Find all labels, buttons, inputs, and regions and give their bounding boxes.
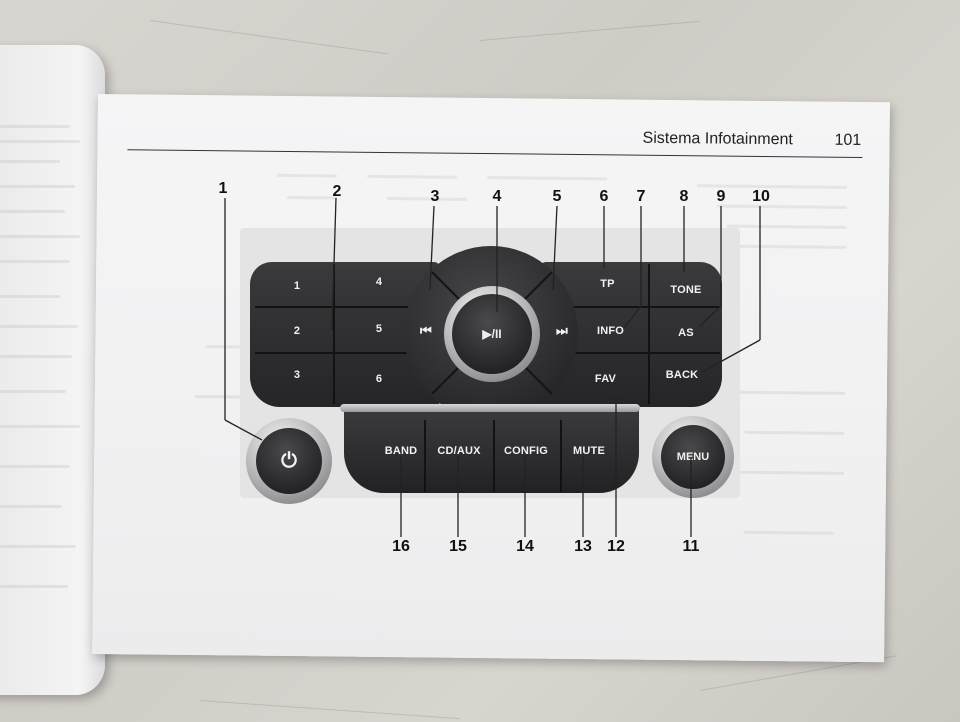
callout-10: 10 bbox=[752, 188, 770, 205]
callout-6: 6 bbox=[599, 188, 609, 205]
callout-3: 3 bbox=[430, 188, 440, 205]
preset-4-button[interactable]: 4 bbox=[375, 276, 383, 288]
play-pause-button[interactable]: ▶/II bbox=[452, 294, 532, 374]
tone-button[interactable]: TONE bbox=[670, 284, 702, 296]
preset-2-button[interactable]: 2 bbox=[293, 325, 301, 337]
cd-aux-button[interactable]: CD/AUX bbox=[437, 445, 481, 457]
preset-3-button[interactable]: 3 bbox=[293, 369, 301, 381]
callout-5: 5 bbox=[552, 188, 562, 205]
callout-1: 1 bbox=[218, 180, 228, 197]
header-rule bbox=[127, 149, 863, 159]
page-number: 101 bbox=[834, 131, 862, 149]
next-track-button[interactable]: ⏭ bbox=[556, 323, 568, 338]
callout-14: 14 bbox=[516, 538, 534, 555]
callout-12: 12 bbox=[607, 538, 625, 555]
previous-track-button[interactable]: ⏮ bbox=[420, 323, 432, 338]
menu-knob[interactable]: MENU bbox=[661, 425, 725, 489]
callout-11: 11 bbox=[682, 538, 700, 555]
callout-7: 7 bbox=[636, 188, 646, 205]
mute-button[interactable]: MUTE bbox=[573, 445, 605, 457]
callout-8: 8 bbox=[679, 188, 689, 205]
back-button[interactable]: BACK bbox=[665, 369, 699, 381]
config-button[interactable]: CONFIG bbox=[504, 445, 548, 457]
callout-9: 9 bbox=[716, 188, 726, 205]
page-header-title: Sistema Infotainment bbox=[642, 129, 793, 149]
callout-15: 15 bbox=[449, 538, 467, 555]
preset-1-button[interactable]: 1 bbox=[293, 280, 301, 292]
chrome-trim bbox=[340, 404, 640, 412]
as-button[interactable]: AS bbox=[678, 327, 694, 339]
power-button[interactable]: ⏻ bbox=[256, 428, 322, 494]
fav-button[interactable]: FAV bbox=[594, 373, 617, 385]
bottom-button-strip bbox=[344, 408, 639, 493]
marble-vein bbox=[199, 700, 460, 720]
marble-vein bbox=[479, 20, 700, 41]
power-icon: ⏻ bbox=[281, 449, 297, 472]
callout-13: 13 bbox=[574, 538, 592, 555]
left-book-page bbox=[0, 45, 105, 695]
preset-6-button[interactable]: 6 bbox=[375, 373, 383, 385]
callout-2: 2 bbox=[332, 183, 342, 200]
tp-button[interactable]: TP bbox=[600, 278, 615, 290]
callout-16: 16 bbox=[392, 538, 410, 555]
marble-vein bbox=[149, 20, 388, 55]
preset-5-button[interactable]: 5 bbox=[375, 323, 383, 335]
callout-4: 4 bbox=[492, 188, 502, 205]
info-button[interactable]: INFO bbox=[596, 325, 625, 337]
band-button[interactable]: BAND bbox=[384, 445, 418, 457]
